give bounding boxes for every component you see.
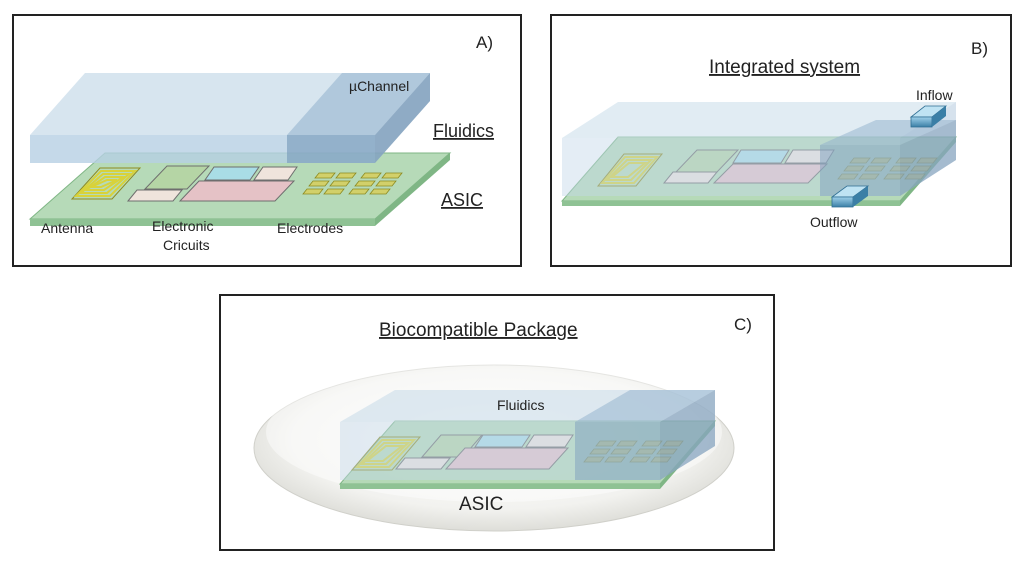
electronic-circuits [394, 434, 574, 470]
electronic-circuits-label-line1: Electronic [152, 218, 213, 234]
antenna-coil [596, 153, 664, 187]
antenna-coil [70, 167, 142, 200]
fluidics-label: Fluidics [497, 397, 544, 413]
micro-channel-label: µChannel [349, 78, 409, 94]
panel-c-letter: C) [734, 315, 752, 334]
panel-b: B) Integrated system Inflow Outflow [550, 14, 1012, 267]
asic-label: ASIC [441, 190, 483, 210]
outflow-label: Outflow [810, 214, 858, 230]
inflow-arrow-icon [909, 105, 948, 128]
panel-c: Biocompatible Package C) Fluidics ASIC [219, 294, 775, 551]
electronic-circuits [126, 165, 298, 202]
micro-channel [287, 73, 430, 163]
electrode-grid [302, 172, 403, 195]
panel-a-letter: A) [476, 33, 493, 52]
inflow-label: Inflow [916, 87, 953, 103]
outflow-arrow-icon [830, 185, 870, 208]
antenna-label: Antenna [41, 220, 93, 236]
micro-channel [575, 390, 715, 480]
antenna-coil [350, 436, 422, 471]
panel-a: A) µChannel Fluidics ASIC Antenna Electr… [12, 14, 522, 267]
electronic-circuits [662, 149, 835, 184]
electronic-circuits-label-line2: Cricuits [163, 237, 210, 253]
panel-b-title: Integrated system [709, 57, 860, 78]
panel-c-title: Biocompatible Package [379, 320, 578, 341]
panel-b-letter: B) [971, 39, 988, 58]
asic-label: ASIC [459, 494, 503, 515]
fluidics-label: Fluidics [433, 121, 494, 141]
electrodes-label: Electrodes [277, 220, 343, 236]
